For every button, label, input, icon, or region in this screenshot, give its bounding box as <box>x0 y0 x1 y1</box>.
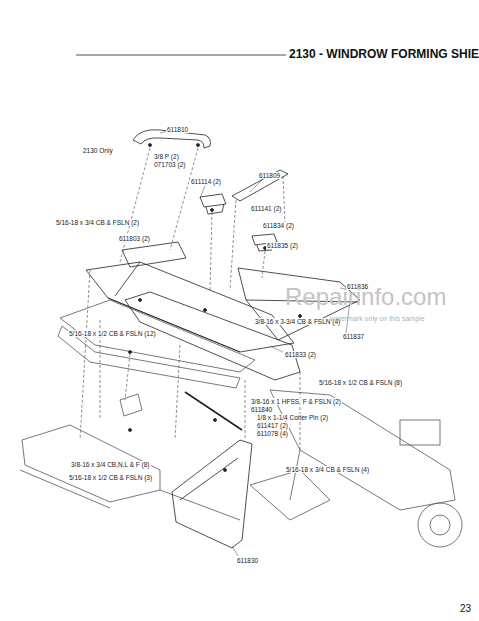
page-number: 23 <box>460 603 471 614</box>
side-panel <box>172 440 252 548</box>
leader-lines <box>160 131 350 556</box>
part-number: 611810 <box>166 126 189 133</box>
note: 2130 Only <box>82 147 114 154</box>
part-number: 611809 <box>258 172 281 179</box>
part-number: 3/8 P (2) <box>153 153 180 160</box>
bar <box>232 170 288 201</box>
part-number: 611141 (2) <box>250 205 282 212</box>
part-number: 611803 (2) <box>118 235 151 242</box>
part-number: 611078 (4) <box>256 430 289 437</box>
part-number: 071703 (2) <box>153 161 186 168</box>
part-number: 611114 (2) <box>190 178 222 185</box>
hardware-callout: 1/8 x 1-1/4 Cotter Pin (2) <box>256 414 329 421</box>
hardware-callout: 5/16-18 x 1/2 CB & FSLN (12) <box>68 330 157 337</box>
watermark: watermark only on this sample <box>330 315 425 322</box>
part-number: 611837 <box>342 333 365 340</box>
hardware-callout: 3/8-16 x 3-3/4 CB & FSLN (4) <box>254 318 341 325</box>
part-number: 611833 (2) <box>284 351 317 358</box>
part-number: 611840 <box>250 406 273 413</box>
part-number: 611830 <box>236 557 259 564</box>
hardware-callout: 5/16-18 x 1/2 CB & FSLN (3) <box>68 474 153 481</box>
part-number: 611417 (2) <box>256 422 289 429</box>
hardware-callout: 3/8-16 x 3/4 CB,N,L & F (8) <box>70 461 151 468</box>
part-number: 611835 (2) <box>266 242 299 249</box>
title-rule <box>76 55 286 56</box>
page-title: 2130 - WINDROW FORMING SHIELDS <box>289 47 479 61</box>
part-number: 611834 (2) <box>262 222 295 229</box>
hardware-callout: 3/8-16 x 1 HFSS, F & FSLN (2) <box>250 398 342 405</box>
watermark: Repairinfo.com <box>285 283 446 311</box>
bolts <box>129 144 302 472</box>
hardware-callout: 5/16-18 x 3/4 CB & FSLN (4) <box>285 466 370 473</box>
hardware-callout: 5/16-18 x 3/4 CB & FSLN (2) <box>55 219 140 226</box>
hardware-callout: 5/16-18 x 1/2 CB & FSLN (8) <box>318 379 403 386</box>
bracket <box>200 194 226 214</box>
